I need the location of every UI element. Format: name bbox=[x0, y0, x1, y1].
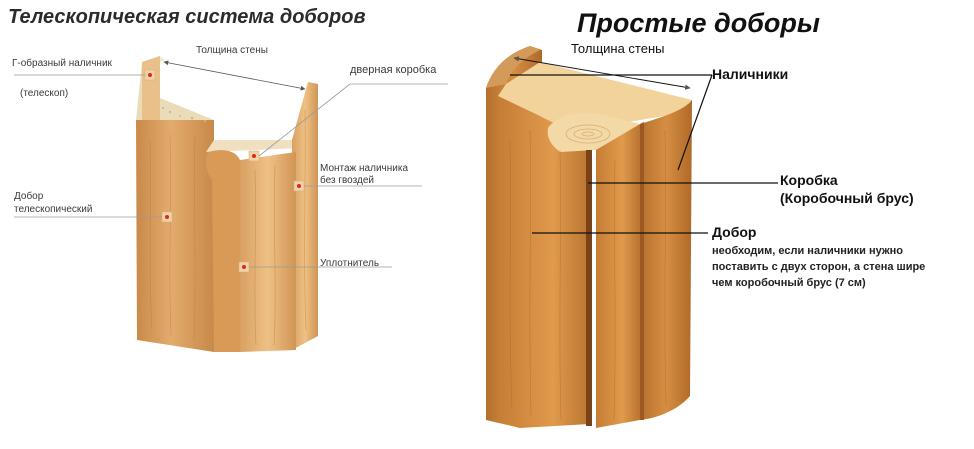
label-telescope: (телескоп) bbox=[20, 88, 69, 99]
label-door-box: дверная коробка bbox=[350, 64, 437, 76]
seal-groove bbox=[586, 150, 592, 426]
box-end-grain bbox=[547, 112, 640, 152]
door-box-profile bbox=[205, 150, 240, 352]
right-title: Простые доборы bbox=[577, 8, 820, 38]
label-box-beam: (Коробочный брус) bbox=[780, 190, 914, 206]
label-box: Коробка bbox=[780, 172, 838, 188]
label-dobor-right: Добор bbox=[712, 224, 757, 240]
leader-lines-right bbox=[510, 56, 778, 234]
label-casings: Наличники bbox=[712, 66, 789, 82]
label-wall-thickness-right: Толщина стены bbox=[571, 41, 665, 56]
pointer-dot-casing bbox=[148, 73, 152, 77]
dobor-panel bbox=[498, 96, 590, 428]
g-shaped-casing bbox=[142, 56, 160, 120]
box-front-board bbox=[596, 124, 640, 428]
casing-front bbox=[640, 100, 692, 420]
label-g-casing: Г-образный наличник bbox=[12, 58, 112, 69]
pointer-dot-montage bbox=[297, 184, 301, 188]
label-seal: Уплотнитель bbox=[320, 258, 380, 269]
label-wall-thickness-left: Толщина стены bbox=[196, 45, 268, 56]
chipboard-texture bbox=[149, 103, 206, 122]
telescopic-dobor-board bbox=[136, 120, 214, 352]
casing-front-edge bbox=[640, 122, 644, 420]
wood-grain-right bbox=[509, 129, 667, 421]
door-box-front bbox=[240, 152, 296, 352]
telescopic-frame-illustration bbox=[136, 56, 318, 352]
dobor-note: необходим, если наличники нужно поставит… bbox=[712, 245, 926, 289]
pointer-dot-box bbox=[252, 154, 256, 158]
simple-frame-illustration bbox=[486, 46, 692, 428]
end-grain-rings bbox=[565, 124, 611, 144]
label-montage: Монтаж наличника bbox=[320, 163, 409, 174]
label-dobor-telescopic: телескопический bbox=[14, 204, 93, 215]
leader-lines-left bbox=[14, 60, 448, 268]
left-title: Телескопическая система доборов bbox=[8, 6, 366, 28]
wood-grain-left bbox=[149, 109, 307, 346]
pointer-dot-dobor bbox=[165, 215, 169, 219]
label-montage-2: без гвоздей bbox=[320, 175, 374, 186]
pointer-dot-seal bbox=[242, 265, 246, 269]
label-dobor-left: Добор bbox=[14, 191, 44, 202]
